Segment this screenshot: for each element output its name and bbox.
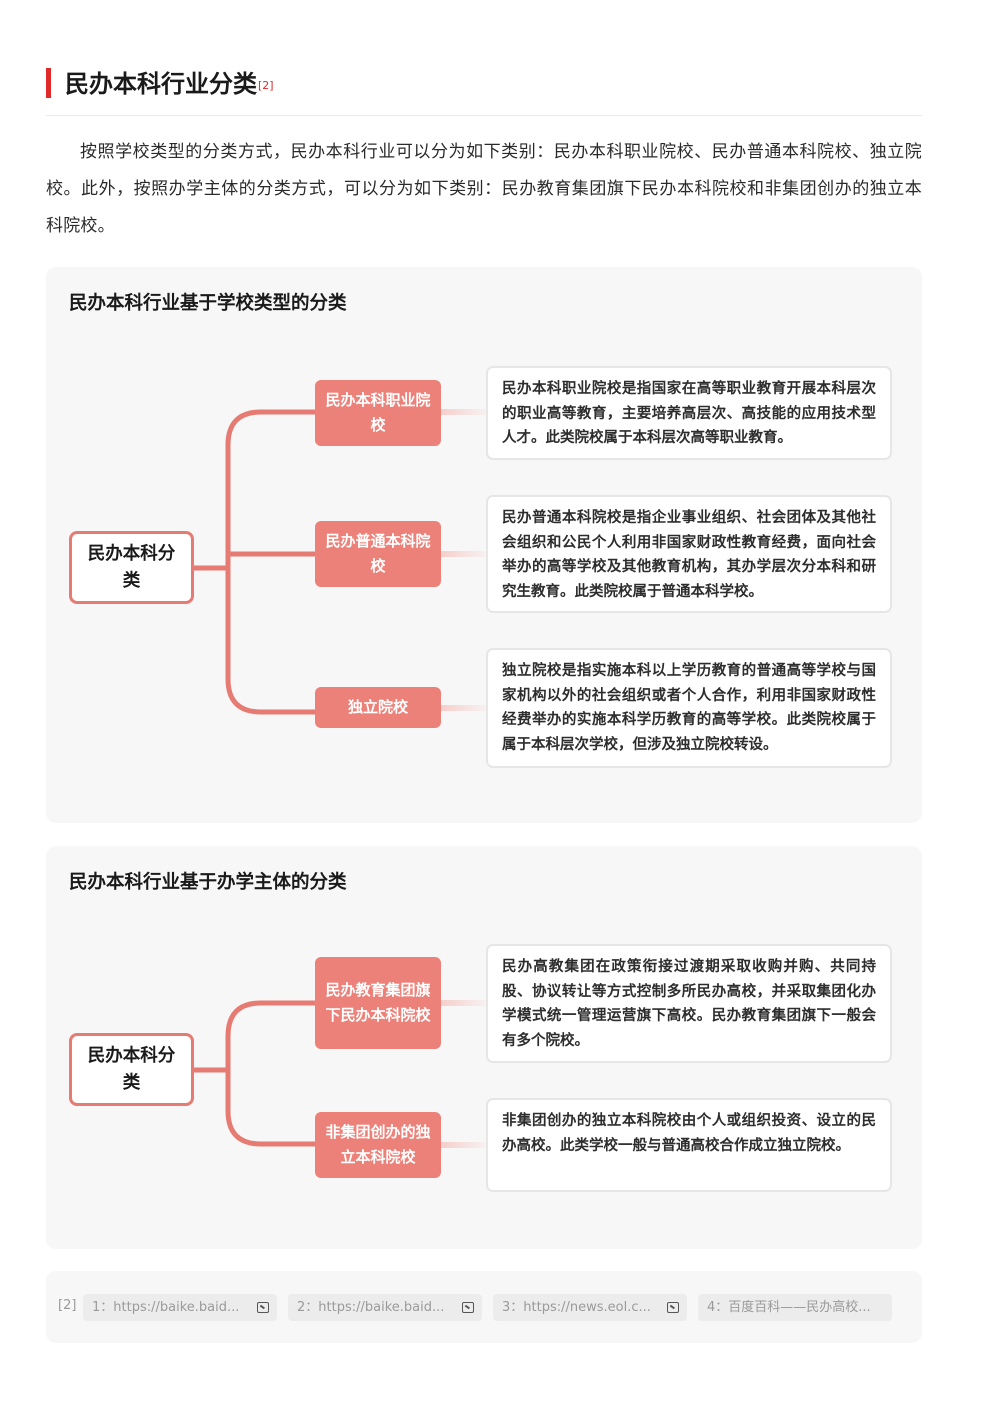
mindmap-connectors <box>194 1000 315 1147</box>
section-title: 民办本科行业分类[2] <box>65 66 274 102</box>
intro-paragraph: 按照学校类型的分类方式，民办本科行业可以分为如下类别：民办本科职业院校、民办普通… <box>46 142 922 236</box>
mindmap-root: 民办本科分类 <box>69 1033 194 1106</box>
node-connector <box>441 551 486 557</box>
reference-link[interactable]: 3：https://news.eol.c... <box>493 1294 687 1321</box>
mindmap-root: 民办本科分类 <box>69 531 194 604</box>
reference-text: 4：百度百科——民办高校... <box>707 1300 871 1315</box>
reference-link[interactable]: 4：百度百科——民办高校... <box>698 1294 892 1321</box>
node-connector <box>441 409 486 415</box>
node-connector <box>441 1142 486 1148</box>
node-independent-college: 独立院校 <box>315 687 441 728</box>
node-non-group-college: 非集团创办的独立本科院校 <box>315 1112 441 1178</box>
desc-vocational-college: 民办本科职业院校是指国家在高等职业教育开展本科层次的职业高等教育，主要培养高层次… <box>486 366 892 460</box>
node-connector <box>441 705 486 711</box>
panel-operator-type: 民办本科行业基于办学主体的分类 民办本科分类 民办教育集团旗下民办本科院校 民办… <box>46 846 922 1249</box>
references-label: [2] <box>58 1298 77 1313</box>
desc-independent-college: 独立院校是指实施本科以上学历教育的普通高等学校与国家机构以外的社会组织或者个人合… <box>486 648 892 768</box>
reference-text: 3：https://news.eol.c... <box>502 1300 651 1315</box>
node-general-college: 民办普通本科院校 <box>315 521 441 587</box>
node-connector <box>441 1000 486 1006</box>
desc-group-owned-college: 民办高教集团在政策衔接过渡期采取收购并购、共同持股、协议转让等方式控制多所民办高… <box>486 944 892 1063</box>
section-title-text: 民办本科行业分类 <box>65 70 257 98</box>
reference-link[interactable]: 2：https://baike.baid... <box>288 1294 482 1321</box>
desc-general-college: 民办普通本科院校是指企业事业组织、社会团体及其他社会组织和公民个人利用非国家财政… <box>486 495 892 613</box>
reference-text: 2：https://baike.baid... <box>297 1300 445 1315</box>
reference-link[interactable]: 1：https://baike.baid... <box>83 1294 277 1321</box>
panel-title: 民办本科行业基于学校类型的分类 <box>69 293 347 314</box>
reference-marker[interactable]: [2] <box>258 79 274 92</box>
mindmap-connectors <box>194 409 315 715</box>
title-accent-bar <box>46 68 51 98</box>
desc-non-group-college: 非集团创办的独立本科院校由个人或组织投资、设立的民办高校。此类学校一般与普通高校… <box>486 1098 892 1192</box>
node-vocational-college: 民办本科职业院校 <box>315 380 441 446</box>
node-group-owned-college: 民办教育集团旗下民办本科院校 <box>315 957 441 1049</box>
external-link-icon[interactable] <box>667 1302 679 1313</box>
external-link-icon[interactable] <box>462 1302 474 1313</box>
panel-title: 民办本科行业基于办学主体的分类 <box>69 872 347 893</box>
reference-text: 1：https://baike.baid... <box>92 1300 240 1315</box>
panel-school-type: 民办本科行业基于学校类型的分类 民办本科分类 民办本科职业院校 民办本科职业院校… <box>46 267 922 823</box>
external-link-icon[interactable] <box>257 1302 269 1313</box>
references-bar: [2] 1：https://baike.baid... 2：https://ba… <box>46 1271 922 1343</box>
section-header: 民办本科行业分类[2] <box>46 66 922 116</box>
